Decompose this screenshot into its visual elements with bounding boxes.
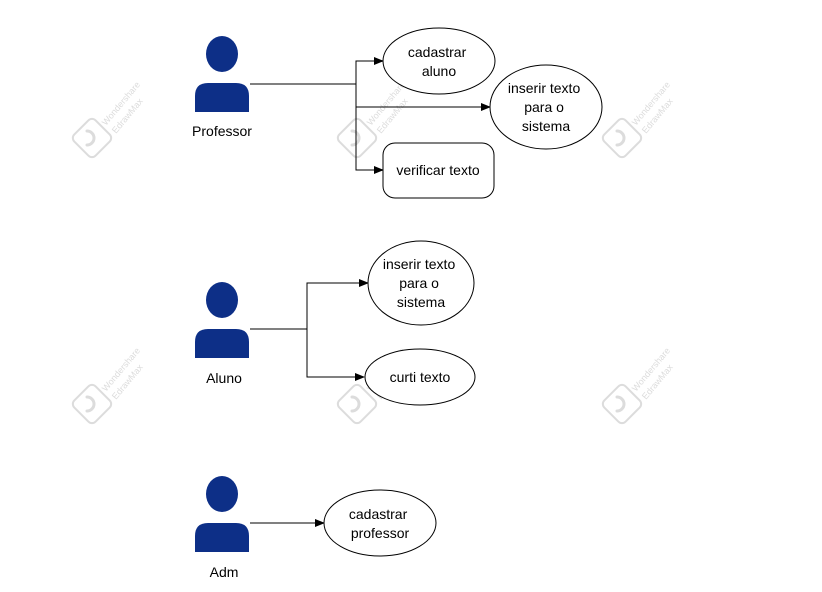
use-case-cadastrar-professor[interactable]: cadastrar professor — [323, 489, 437, 557]
use-case-inserir-texto-aluno-text: inserir texto para o sistema — [383, 256, 459, 310]
actor-layer: Professor Aluno Adm — [192, 36, 252, 580]
use-case-label-line: sistema — [522, 118, 570, 134]
edrawmax-logo-mark — [615, 129, 626, 147]
actor-label: Professor — [192, 123, 252, 139]
person-icon — [195, 282, 249, 358]
edrawmax-logo-icon — [336, 383, 378, 425]
use-case-curti-texto[interactable]: curti texto — [364, 348, 476, 406]
use-case-label-line: inserir texto — [383, 256, 456, 272]
use-case-label-line: para o — [524, 99, 564, 115]
connector-professor-cadastrar-aluno — [250, 57, 384, 85]
use-case-label-line: professor — [351, 525, 410, 541]
connector-professor-verificar-texto — [355, 107, 384, 174]
connector-layer — [250, 57, 491, 527]
use-case-label-line: curti texto — [390, 369, 451, 385]
use-case-label-line: aluno — [422, 63, 456, 79]
edrawmax-logo-icon — [71, 117, 113, 159]
connector-aluno-inserir-texto — [250, 279, 369, 330]
use-case-verificar-texto-text: verificar texto — [396, 162, 479, 178]
actor-label: Adm — [210, 564, 239, 580]
edrawmax-logo-mark — [350, 395, 361, 413]
person-icon — [195, 476, 249, 552]
use-case-label-line: sistema — [397, 294, 445, 310]
edrawmax-logo-icon — [601, 383, 643, 425]
edrawmax-logo-mark — [350, 129, 361, 147]
use-case-label-line: verificar texto — [396, 162, 479, 178]
actor-adm[interactable]: Adm — [195, 476, 249, 580]
use-case-layer: cadastrar aluno inserir texto para o sis… — [323, 27, 603, 557]
use-case-curti-texto-text: curti texto — [390, 369, 451, 385]
edrawmax-logo-mark — [85, 129, 96, 147]
use-case-label-line: inserir texto — [508, 80, 581, 96]
edrawmax-logo-mark — [85, 395, 96, 413]
use-case-inserir-texto-professor[interactable]: inserir texto para o sistema — [489, 64, 603, 150]
use-case-cadastrar-aluno-text: cadastrar aluno — [408, 44, 470, 79]
use-case-inserir-texto-aluno[interactable]: inserir texto para o sistema — [367, 240, 475, 326]
connector-aluno-curti-texto — [306, 329, 365, 381]
use-case-cadastrar-aluno[interactable]: cadastrar aluno — [382, 27, 496, 95]
use-case-label-line: para o — [399, 275, 439, 291]
person-icon — [195, 36, 249, 112]
actor-professor[interactable]: Professor — [192, 36, 252, 139]
edrawmax-logo-icon — [601, 117, 643, 159]
use-case-label-line: cadastrar — [408, 44, 467, 60]
use-case-verificar-texto[interactable]: verificar texto — [382, 142, 495, 199]
actor-label: Aluno — [206, 370, 242, 386]
use-case-inserir-texto-professor-text: inserir texto para o sistema — [508, 80, 584, 134]
edrawmax-logo-icon — [336, 117, 378, 159]
edrawmax-logo-mark — [615, 395, 626, 413]
use-case-label-line: cadastrar — [349, 506, 408, 522]
edrawmax-logo-icon — [71, 383, 113, 425]
actor-aluno[interactable]: Aluno — [195, 282, 249, 386]
use-case-cadastrar-professor-text: cadastrar professor — [349, 506, 411, 541]
